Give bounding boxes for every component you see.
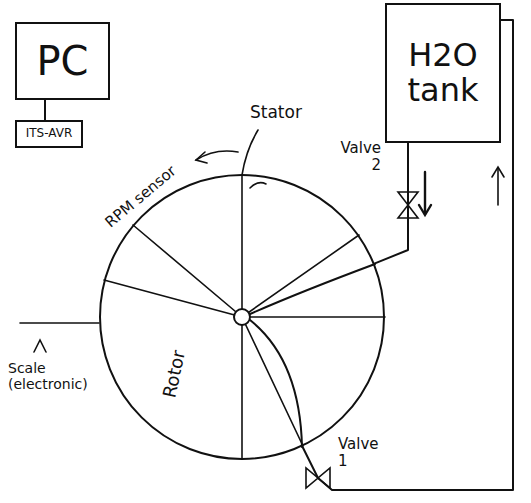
computer-box: PC [15,22,110,100]
inner-pipe [250,264,375,314]
pipe-connector [302,20,513,490]
arrow-head [492,167,504,177]
node-text: H2O tank [387,38,499,108]
valve-symbol [306,468,318,488]
flow-arrow [497,168,499,205]
inner-pipe [250,320,302,447]
valve-label: Valve 1 [338,436,386,471]
rotor-hub [234,309,250,325]
arrow-head [419,205,431,215]
valve-symbol [318,468,330,488]
part-label: Scale (electronic) [8,360,103,392]
rotor-spoke [242,316,385,318]
scale-line [20,322,99,324]
rotor-spoke [241,317,243,458]
rotor-spoke [242,317,303,446]
stator-mark [250,183,266,188]
pipe-connector [44,100,46,120]
rotation-arrow [196,151,238,160]
node-text: Rotor [159,348,188,399]
leader-line [242,130,258,175]
flow-arrow [424,172,426,214]
rotor-spoke [104,280,242,317]
controller-box: ITS-AVR [15,120,83,148]
node-text: ITS-AVR [26,127,73,140]
arrow-head [196,152,207,163]
valve-label: Valve 2 [333,140,381,175]
rotor-outline [100,175,384,459]
scale-pointer [34,340,46,352]
sensor-label: RPM sensor [102,162,180,231]
rotor-spoke [241,176,243,317]
part-label: Stator [250,103,302,123]
rotor-circle: Rotor [99,174,385,460]
tank-box: H2O tank [385,3,501,143]
circle-outline [99,174,385,460]
node-text: PC [36,39,88,83]
